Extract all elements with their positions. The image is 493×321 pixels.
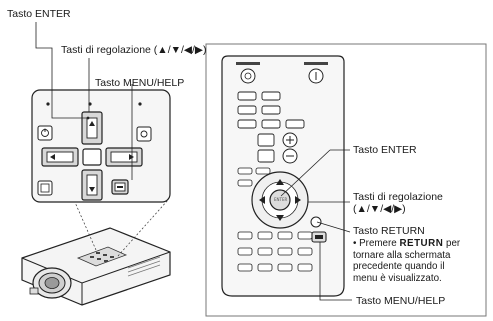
return-note-suffix: per tornare alla schermata precedente qu…: [353, 238, 461, 284]
right-label-enter: Tasto ENTER: [353, 144, 417, 156]
right-label-return: Tasto RETURN: [353, 225, 425, 237]
projector-control-panel: [31, 22, 171, 203]
left-label-menu: Tasto MENU/HELP: [95, 77, 185, 89]
remote-control-illustration: ENTER: [221, 55, 352, 301]
return-note-key: RETURN: [399, 238, 444, 249]
right-label-adjust-2: (▲/▼/◀/▶): [353, 203, 406, 215]
return-note: • Premere RETURN per tornare alla scherm…: [353, 238, 463, 284]
right-label-menu: Tasto MENU/HELP: [356, 295, 446, 307]
left-label-adjust: Tasti di regolazione (▲/▼/◀/▶): [61, 44, 207, 56]
svg-text:ENTER: ENTER: [274, 197, 287, 202]
left-label-enter: Tasto ENTER: [7, 8, 71, 20]
return-note-prefix: • Premere: [353, 238, 400, 249]
projector-illustration: [21, 199, 171, 306]
right-label-adjust-1: Tasti di regolazione: [353, 191, 443, 203]
